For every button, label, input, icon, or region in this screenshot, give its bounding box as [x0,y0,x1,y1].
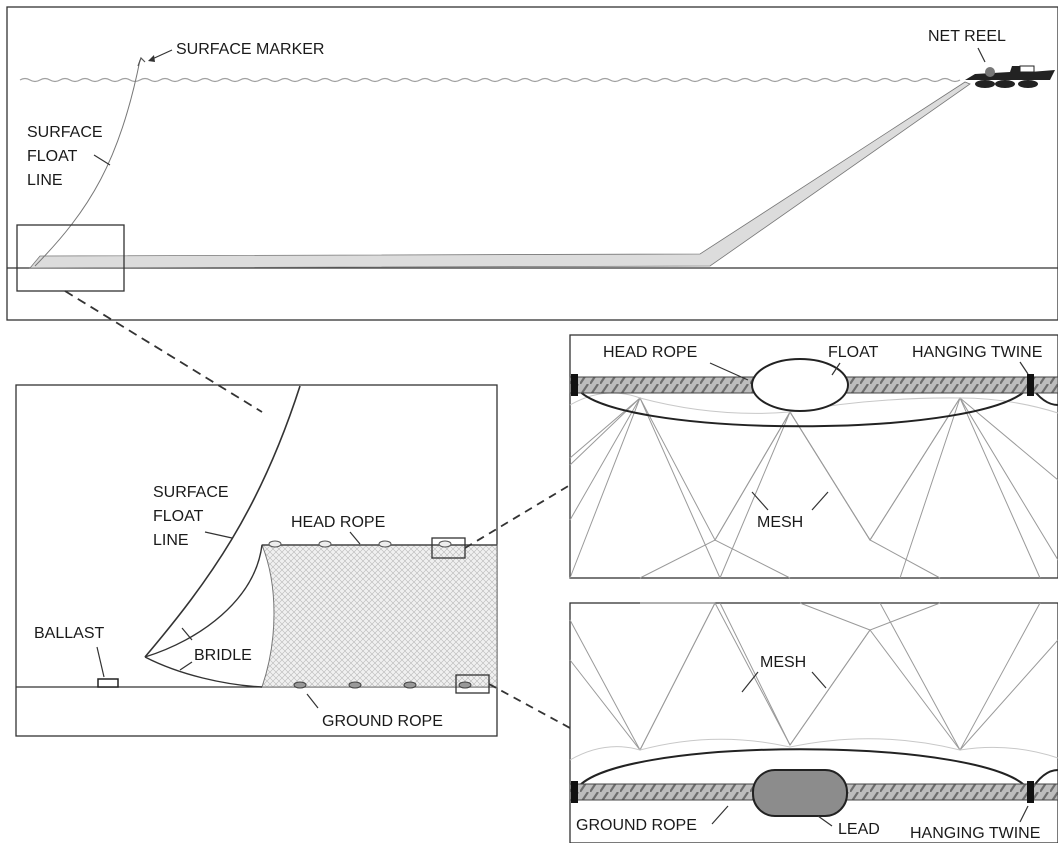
leads-detail [293,681,472,689]
ground-rope-zoom-panel: MESH GROUND ROPE LEAD HANGING TWINE [569,601,1058,843]
label-hanging-twine-bottom: HANGING TWINE [910,825,1040,842]
surface-float-line-detail [144,385,301,658]
surface-float-line-overview [34,59,141,267]
head-zoom-frame [569,334,1058,579]
overview-zoom-box [16,224,125,292]
mesh-top [569,392,1058,579]
leader-ballast [96,646,105,678]
hanging-twine-top-right [1027,374,1034,396]
zoom-connector-overview [64,290,263,413]
leader-bridle-lower [179,661,193,671]
label-surface-float-line-detail-2: FLOAT [153,508,204,525]
net-body-overview [29,81,971,269]
leader-net-reel [977,47,986,63]
surface-marker-icon [137,56,146,67]
leader-surface-float-line-detail [204,531,233,539]
label-bridle: BRIDLE [194,647,252,664]
twine-loop-bottom [574,748,1031,793]
label-surface-float-line-2: FLOAT [27,148,78,165]
hanging-twine-bottom-left [571,781,578,803]
hanging-twine-top-left [571,374,578,396]
label-lead: LEAD [838,821,880,838]
lead-weight-icon [752,769,848,817]
leader-ground-rope-detail [306,693,319,709]
label-ground-rope-zoom: GROUND ROPE [576,817,697,834]
leader-head-rope-zoom [709,362,749,381]
mesh-bottom [569,601,1058,761]
zoom-connector-ground [488,683,571,729]
label-ballast: BALLAST [34,625,104,642]
overview-frame [6,6,1058,321]
boat-icon [965,65,1055,88]
leader-mesh-top-left [751,491,769,511]
water-surface [19,77,961,83]
leader-lead [817,815,833,827]
leader-surface-float-line [93,154,111,166]
hanging-twine-bottom-right [1027,781,1034,803]
label-surface-float-line-3: LINE [27,172,63,189]
leader-hanging-twine-top [1019,361,1029,375]
leader-bridle-upper [181,627,193,641]
label-head-rope-zoom: HEAD ROPE [603,344,697,361]
label-surface-float-line-1: SURFACE [27,124,103,141]
leader-ground-rope-zoom [711,805,729,825]
label-net-reel: NET REEL [928,28,1006,45]
zoom-connector-head [464,484,571,549]
twine-loop-top [574,384,1031,428]
ground-zoom-frame [569,602,1058,843]
bridle-lower [144,656,263,688]
label-mesh-top: MESH [757,514,803,531]
leader-hanging-twine-bottom [1019,805,1029,823]
head-rope-zoom-panel: HEAD ROPE FLOAT HANGING TWINE MESH [569,334,1058,579]
leader-mesh-bottom-left [741,671,759,693]
label-float: FLOAT [828,344,879,361]
leader-mesh-bottom-right [811,671,827,689]
label-surface-float-line-detail-1: SURFACE [153,484,229,501]
label-surface-marker: SURFACE MARKER [176,41,324,58]
float-icon [751,358,849,412]
label-surface-float-line-detail-3: LINE [153,532,189,549]
label-hanging-twine-top: HANGING TWINE [912,344,1042,361]
leader-mesh-top-right [811,491,829,511]
overview-panel: SURFACE MARKER NET REEL SURFACE FLOAT LI… [6,6,1058,321]
floats-detail [268,540,452,548]
leader-float [831,362,841,376]
arrow-surface-marker-icon [148,55,155,62]
ballast-icon [97,678,119,688]
detail-panel: SURFACE FLOAT LINE HEAD ROPE BALLAST BRI… [15,384,498,737]
leader-head-rope-detail [349,531,361,545]
label-ground-rope-detail: GROUND ROPE [322,713,443,730]
label-mesh-bottom: MESH [760,654,806,671]
bridle-upper [144,544,263,658]
net-mesh-panel [261,544,498,688]
label-head-rope-detail: HEAD ROPE [291,514,385,531]
